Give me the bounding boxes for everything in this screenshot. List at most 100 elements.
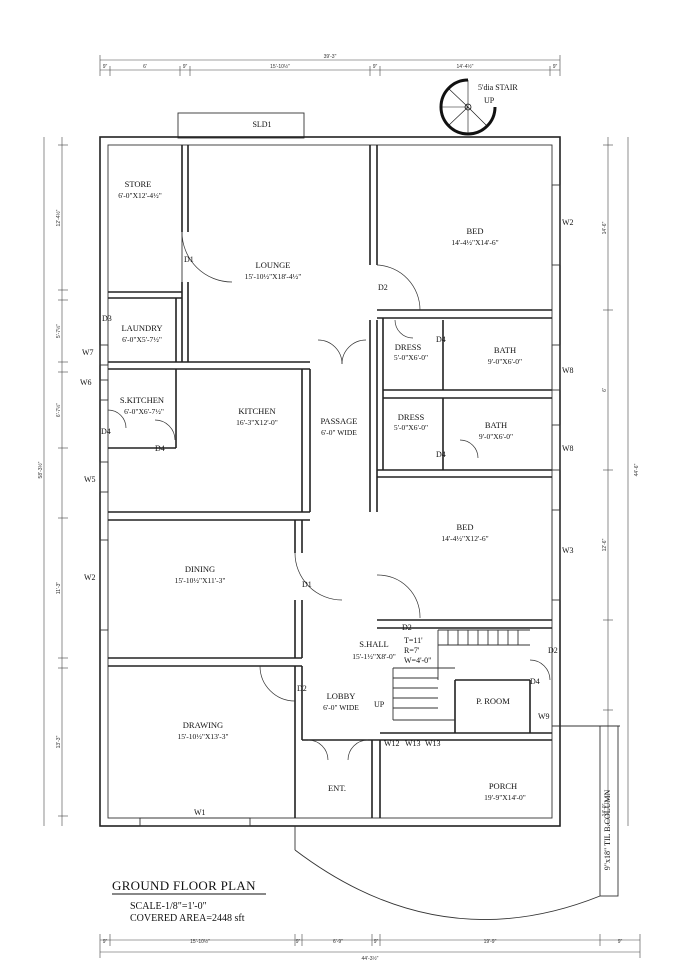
tag-d4-dress2: D4 [436, 450, 446, 459]
room-bath1-name: BATH [494, 345, 516, 355]
tag-w5: W5 [84, 475, 96, 484]
title-block: GROUND FLOOR PLAN SCALE-1/8"=1'-0" COVER… [112, 878, 266, 924]
tag-d2-proom: D2 [548, 646, 558, 655]
room-drawing-name: DRAWING [183, 720, 223, 730]
room-bed1-name: BED [467, 226, 484, 236]
room-dress1-name: DRESS [395, 342, 422, 352]
room-shall-name: S.HALL [359, 639, 389, 649]
dim-right-b: 6' [602, 388, 608, 392]
tag-w3: W3 [562, 546, 574, 555]
room-passage-name: PASSAGE [320, 416, 357, 426]
room-dress2-size: 5'-0"X6'-0" [394, 423, 428, 432]
room-lobby-size: 6'-0" WIDE [323, 703, 359, 712]
tag-d1-dining: D1 [302, 580, 312, 589]
tag-d2-bed1: D2 [378, 283, 388, 292]
dim-top-c: 9" [183, 64, 188, 70]
room-store-size: 6'-0"X12'-4½" [118, 191, 162, 200]
room-drawing-size: 15'-10½"X13'-3" [177, 732, 228, 741]
room-kitchen-size: 16'-3"X12'-0" [236, 418, 278, 427]
tag-w9: W9 [538, 712, 550, 721]
dim-bot-f: 19'-9" [484, 939, 497, 945]
tag-w13-b: W13 [425, 739, 441, 748]
opening-tags: D1 D1 D2 D2 D2 D2 D3 D4 D4 D4 D4 D4 W1 W… [80, 218, 574, 817]
plan-scale: SCALE-1/8"=1'-0" [130, 901, 207, 912]
room-bed1-size: 14'-4½"X14'-6" [451, 238, 498, 247]
spiral-stair: 5'dia STAIR UP [439, 78, 518, 136]
stair-spec-t: T=11' [404, 636, 423, 645]
room-shall-size: 15'-1½"X8'-0" [352, 652, 396, 661]
tag-w13-a: W13 [405, 739, 421, 748]
top-dimension-chain: 39'-3" 9" 6' 9" 15'-10½" 9" 14'-4½" 9" [99, 54, 561, 76]
tag-w7: W7 [82, 348, 94, 357]
tag-w2-bed1: W2 [562, 218, 574, 227]
room-dress1-size: 5'-0"X6'-0" [394, 353, 428, 362]
bottom-dimension-chain: 9" 15'-10½" 9" 6'-9" 9" 19'-9" 9" 44'-3½… [99, 934, 641, 962]
tag-d4-skitchen2: D4 [155, 444, 165, 453]
dim-bot-g: 9" [618, 939, 623, 945]
tag-w2-dining: W2 [84, 573, 96, 582]
spiral-stair-note: 5'dia STAIR [478, 83, 518, 92]
room-dining-size: 15'-10½"X11'-3" [175, 576, 226, 585]
dim-bot-total: 44'-3½" [362, 955, 379, 962]
plan-covered-area: COVERED AREA=2448 sft [130, 913, 245, 924]
dim-top-b: 6' [143, 64, 147, 70]
room-store-name: STORE [125, 179, 152, 189]
dim-right-total: 44'-6" [634, 463, 640, 476]
tag-stair-up: UP [374, 700, 385, 709]
room-laundry-name: LAUNDRY [121, 323, 162, 333]
dim-left-total: 58'-3½" [37, 461, 44, 478]
room-dining-name: DINING [185, 564, 215, 574]
dim-left-e: 13'-3" [56, 735, 62, 748]
dim-left-c: 6'-7½" [55, 403, 62, 417]
tag-w8-bath2: W8 [562, 444, 574, 453]
dim-bot-b: 15'-10½" [190, 938, 210, 945]
tag-d4-proom: D4 [530, 677, 540, 686]
room-porch-size: 19'-9"X14'-0" [484, 793, 526, 802]
tag-d2-bed2: D2 [402, 623, 412, 632]
room-bath2-size: 9'-0"X6'-0" [479, 432, 513, 441]
tag-d4-skitchen: D4 [101, 427, 111, 436]
room-kitchen-name: KITCHEN [238, 406, 275, 416]
tag-d4-dress1: D4 [436, 335, 446, 344]
room-laundry-size: 6'-0"X5'-7½" [122, 335, 162, 344]
room-skitchen-name: S.KITCHEN [120, 395, 164, 405]
door-swings [107, 231, 551, 761]
dim-left-d: 11'-3" [56, 582, 62, 595]
tag-d1-store: D1 [184, 255, 194, 264]
plan-title: GROUND FLOOR PLAN [112, 878, 256, 893]
tag-sld1: SLD1 [252, 120, 271, 129]
spiral-stair-up: UP [484, 96, 495, 105]
dim-top-total: 39'-3" [324, 54, 337, 60]
dim-left-b: 5'-7½" [55, 324, 62, 338]
room-dress2-name: DRESS [398, 412, 425, 422]
room-lobby-name: LOBBY [327, 691, 356, 701]
tag-w1: W1 [194, 808, 206, 817]
left-dimension-chain: 58'-3½" 12'-4½" 5'-7½" 6'-7½" 11'-3" 13'… [37, 137, 68, 826]
room-lounge-name: LOUNGE [256, 260, 291, 270]
dim-bot-e: 9" [374, 939, 379, 945]
interior-walls [99, 145, 620, 920]
sliding-door-projection: SLD1 [177, 112, 305, 139]
room-bath2-name: BATH [485, 420, 507, 430]
room-labels: STORE 6'-0"X12'-4½" LOUNGE 15'-10½"X18'-… [118, 179, 526, 802]
dim-right-a: 14'-6" [602, 221, 608, 234]
room-porch-name: PORCH [489, 781, 517, 791]
dim-bot-a: 9" [103, 939, 108, 945]
dim-right-d: 14'-0" [602, 803, 608, 816]
room-proom-name: P. ROOM [476, 696, 510, 706]
room-skitchen-size: 6'-0"X6'-7½" [124, 407, 164, 416]
room-ent-name: ENT. [328, 783, 346, 793]
room-bath1-size: 9'-0"X6'-0" [488, 357, 522, 366]
tag-w12: W12 [384, 739, 400, 748]
column-note: 9"x18" TIL B.COLUMN [603, 790, 612, 871]
tag-w8-bath1: W8 [562, 366, 574, 375]
room-lounge-size: 15'-10½"X18'-4½" [245, 272, 302, 281]
dim-left-a: 12'-4½" [55, 209, 62, 226]
stair-spec-w: W=4'-0" [404, 656, 431, 665]
dim-bot-d: 6'-9" [333, 939, 343, 945]
stair-spec-r: R=7' [404, 646, 420, 655]
room-bed2-name: BED [457, 522, 474, 532]
dim-top-g: 9" [553, 64, 558, 70]
dim-right-c: 12'-6" [602, 538, 608, 551]
